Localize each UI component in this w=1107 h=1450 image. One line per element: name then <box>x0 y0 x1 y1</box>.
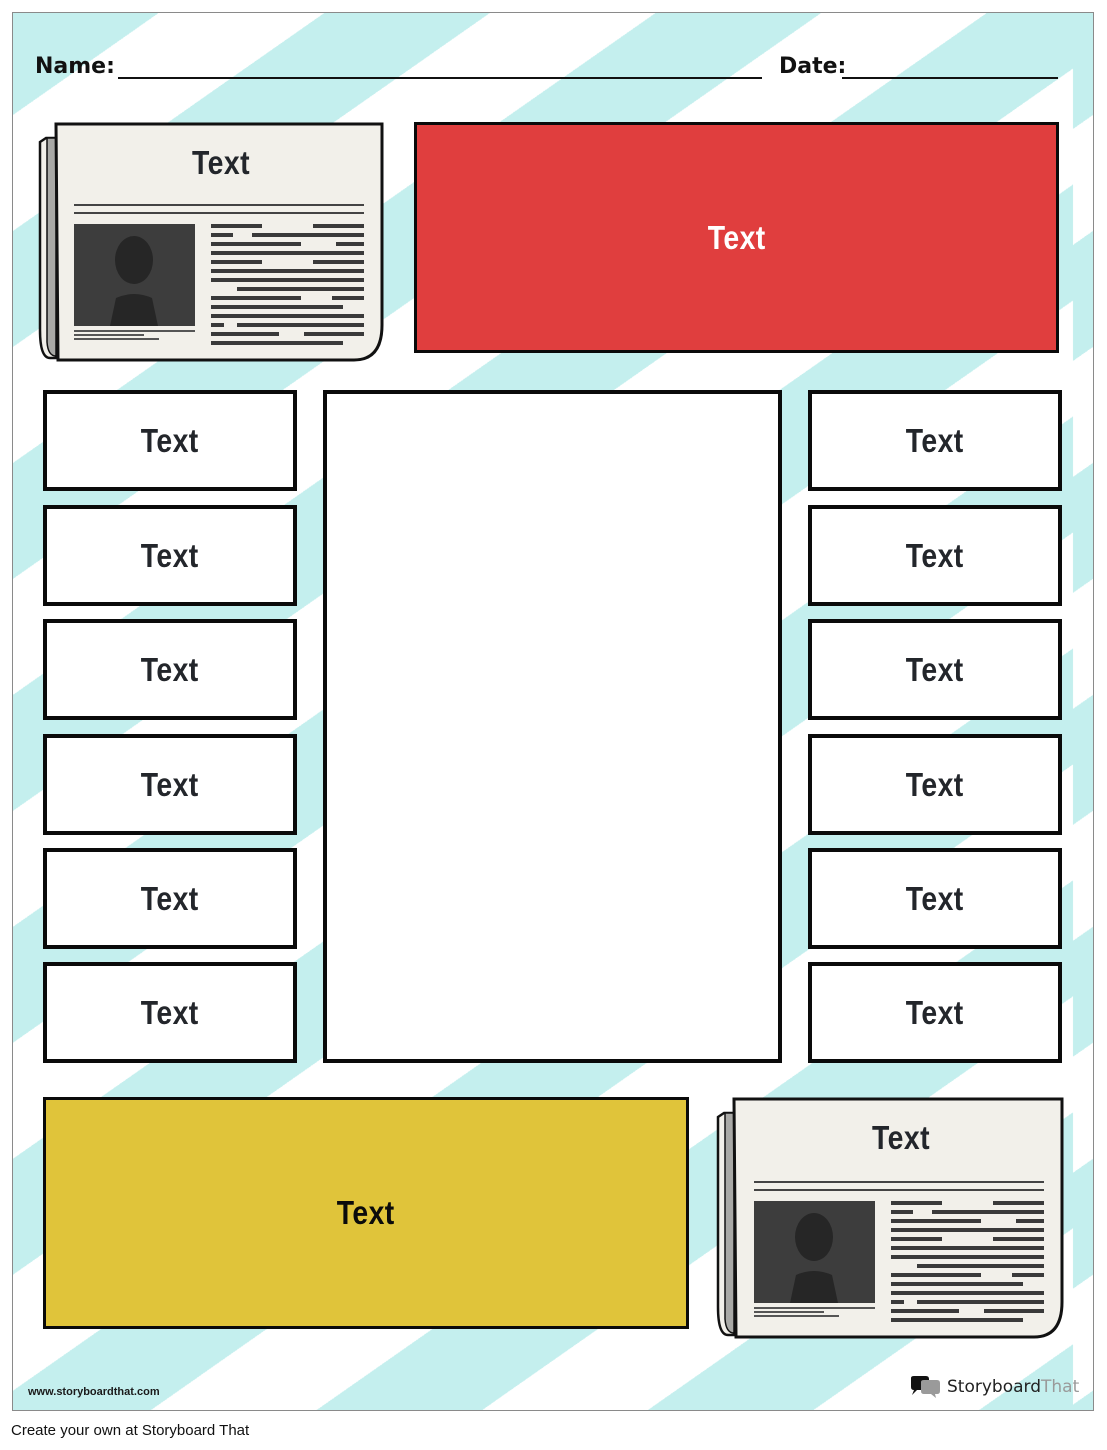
bottom-newspaper[interactable]: Text <box>714 1095 1066 1341</box>
logo-text-that: That <box>1041 1377 1080 1397</box>
left-box-text: Text <box>141 993 199 1031</box>
create-your-own-caption[interactable]: Create your own at Storyboard That <box>11 1422 250 1439</box>
top-newspaper-headline: Text <box>192 144 250 181</box>
date-label: Date: <box>779 54 847 79</box>
red-title-box-text: Text <box>707 218 766 256</box>
newspaper-icon <box>716 1097 1064 1339</box>
top-newspaper[interactable]: Text <box>36 120 386 364</box>
left-box-text: Text <box>141 536 199 574</box>
left-box-text: Text <box>141 421 199 459</box>
bottom-newspaper-headline: Text <box>872 1119 930 1156</box>
left-box-2[interactable]: Text <box>43 505 297 606</box>
left-box-text: Text <box>141 650 199 688</box>
red-title-box[interactable]: Text <box>414 122 1059 353</box>
footer-url[interactable]: www.storyboardthat.com <box>28 1386 160 1398</box>
yellow-summary-box[interactable]: Text <box>43 1097 689 1329</box>
newspaper-icon <box>38 122 384 362</box>
left-box-text: Text <box>141 765 199 803</box>
right-box-6[interactable]: Text <box>808 962 1062 1063</box>
right-box-5[interactable]: Text <box>808 848 1062 949</box>
date-input-line[interactable] <box>842 77 1058 79</box>
right-box-text: Text <box>906 765 964 803</box>
right-box-text: Text <box>906 993 964 1031</box>
left-box-text: Text <box>141 879 199 917</box>
logo-text-storyboard: Storyboard <box>947 1377 1041 1397</box>
right-box-text: Text <box>906 879 964 917</box>
left-box-6[interactable]: Text <box>43 962 297 1063</box>
left-box-3[interactable]: Text <box>43 619 297 720</box>
center-image-box[interactable] <box>323 390 782 1063</box>
left-box-1[interactable]: Text <box>43 390 297 491</box>
yellow-box-text: Text <box>337 1194 395 1231</box>
right-box-2[interactable]: Text <box>808 505 1062 606</box>
name-input-line[interactable] <box>118 77 762 79</box>
name-label: Name: <box>35 54 115 79</box>
left-box-5[interactable]: Text <box>43 848 297 949</box>
speech-bubbles-icon <box>911 1376 940 1398</box>
right-box-text: Text <box>906 650 964 688</box>
right-box-3[interactable]: Text <box>808 619 1062 720</box>
storyboardthat-logo[interactable]: StoryboardThat <box>909 1375 1079 1399</box>
right-box-text: Text <box>906 421 964 459</box>
right-box-4[interactable]: Text <box>808 734 1062 835</box>
left-box-4[interactable]: Text <box>43 734 297 835</box>
right-box-text: Text <box>906 536 964 574</box>
right-box-1[interactable]: Text <box>808 390 1062 491</box>
